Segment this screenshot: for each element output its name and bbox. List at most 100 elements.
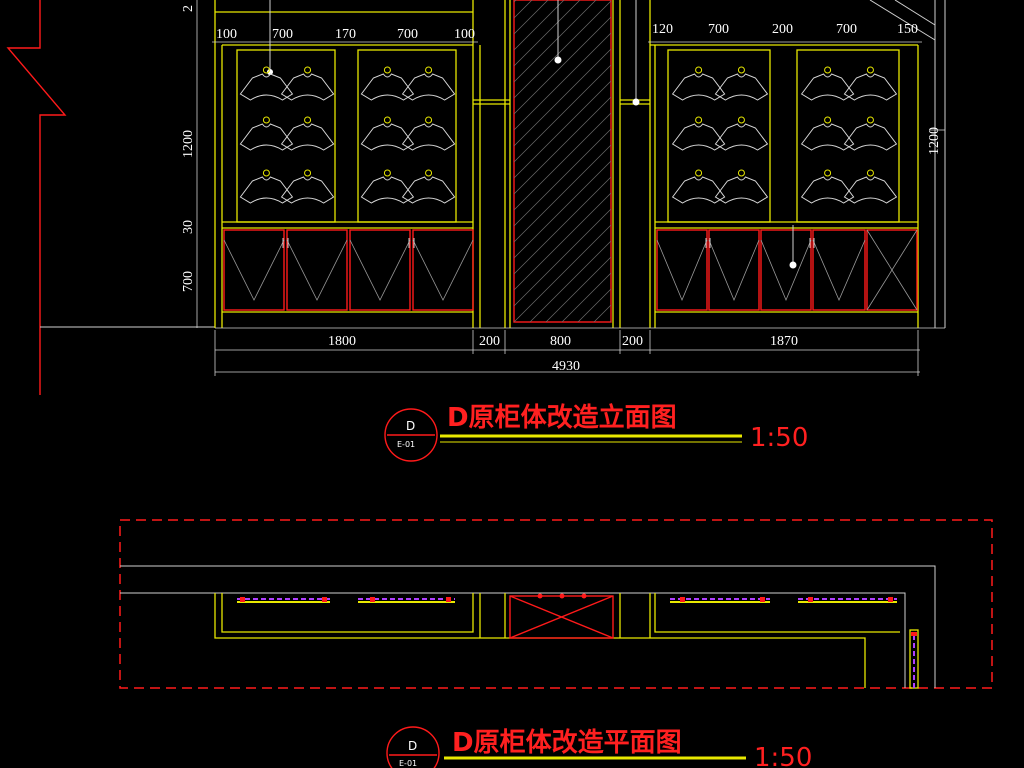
top-dim-left-3: 170	[335, 27, 356, 42]
hanger-hook	[737, 66, 745, 74]
hanger-hook	[824, 116, 832, 124]
plan-ref-sheet: E-01	[399, 759, 417, 768]
hatch-line	[514, 0, 611, 99]
hanger-hook	[425, 66, 433, 74]
hanger-hook	[262, 116, 270, 124]
bottom-dim-1800: 1800	[328, 334, 356, 349]
elevation-ref-bubble	[384, 408, 438, 462]
hatch-line	[514, 0, 565, 51]
bottom-dim-1870: 1870	[770, 334, 798, 349]
hanger-hook	[824, 66, 832, 74]
hatch-line	[514, 224, 611, 322]
dimension-lines	[196, 0, 945, 376]
top-dim-right-4: 700	[836, 22, 857, 37]
hanger-hook	[737, 169, 745, 177]
garment-glyph	[280, 176, 335, 204]
hatch-line	[514, 64, 611, 163]
garment-glyph	[360, 73, 415, 101]
hatch-line	[514, 96, 611, 195]
hatch-line	[545, 256, 611, 322]
elevation-ref-letter: D	[406, 419, 415, 433]
left-vdim-1200: 1200	[181, 130, 196, 158]
hanger-hook	[383, 169, 391, 177]
left-wall-break-line	[6, 0, 215, 395]
top-dim-right-3: 200	[772, 22, 793, 37]
garment-glyph	[843, 176, 898, 204]
garment-glyph	[360, 123, 415, 151]
top-dim-left-1: 100	[216, 27, 237, 42]
top-dim-left-5: 100	[454, 27, 475, 42]
top-dim-right-5: 150	[897, 22, 918, 37]
hanger-hook	[737, 116, 745, 124]
plan-ref-bubble	[386, 726, 440, 768]
garment-glyph	[401, 123, 456, 151]
middle-mirror-panel	[473, 0, 650, 328]
hatch-line	[514, 112, 611, 211]
hatch-line	[514, 192, 611, 291]
left-vdim-30: 30	[181, 220, 196, 234]
garment-glyph	[800, 73, 855, 101]
left-vdim-700: 700	[181, 271, 196, 292]
plan-dashed-boundary	[119, 519, 993, 689]
left-cabinet-elevation	[214, 0, 481, 328]
hanger-row-right-door-1	[671, 66, 769, 204]
elevation-ref-sheet: E-01	[397, 440, 415, 449]
plan-scale: 1:50	[754, 743, 812, 768]
garment-glyph	[280, 73, 335, 101]
top-dim-right-2: 700	[708, 22, 729, 37]
hanger-hook	[425, 116, 433, 124]
hatch-line	[577, 288, 611, 322]
hanger-hook	[304, 116, 312, 124]
hanger-hook	[304, 66, 312, 74]
hatch-line	[514, 16, 611, 115]
hanger-hook	[262, 169, 270, 177]
garment-glyph	[239, 176, 294, 204]
garment-glyph	[401, 176, 456, 204]
garment-glyph	[714, 123, 769, 151]
bottom-dim-200-right: 200	[622, 334, 643, 349]
garment-glyph	[843, 123, 898, 151]
hatch-line	[514, 128, 611, 227]
bottom-dim-800: 800	[550, 334, 571, 349]
hanger-hook	[695, 169, 703, 177]
elevation-title: D原柜体改造立面图	[447, 402, 677, 433]
hanger-hook	[695, 66, 703, 74]
garment-glyph	[671, 73, 726, 101]
hatch-line	[514, 176, 611, 275]
garment-glyph	[714, 73, 769, 101]
garment-glyph	[671, 176, 726, 204]
hatch-line	[514, 144, 611, 243]
garment-glyph	[800, 123, 855, 151]
hatch-line	[514, 0, 597, 83]
hanger-hook	[262, 66, 270, 74]
total-dim-4930: 4930	[552, 359, 580, 374]
right-vdim-1200: 1200	[927, 127, 942, 155]
garment-glyph	[800, 176, 855, 204]
right-cabinet-elevation	[649, 0, 946, 328]
garment-glyph	[843, 73, 898, 101]
hatch-line	[514, 48, 611, 147]
garment-glyph	[360, 176, 415, 204]
hatch-line	[514, 0, 549, 35]
garment-glyph	[280, 123, 335, 151]
hanger-row-left-door-1	[239, 66, 335, 204]
top-dim-left-2: 700	[272, 27, 293, 42]
elevation-title-block: D E-01 D原柜体改造立面图 1:50	[384, 402, 808, 462]
hanger-hook	[824, 169, 832, 177]
hatch-line	[514, 0, 581, 67]
hanger-row-left-door-2	[360, 66, 456, 204]
hanger-hook	[866, 66, 874, 74]
hatch-line	[514, 80, 611, 179]
hanger-hook	[304, 169, 312, 177]
plan-title-block: D E-01 D原柜体改造平面图 1:50	[386, 726, 812, 768]
hanger-hook	[425, 169, 433, 177]
hatch-line	[593, 304, 611, 322]
hatch-line	[561, 272, 611, 322]
hanger-hook	[866, 116, 874, 124]
elevation-scale: 1:50	[750, 423, 808, 453]
hanger-hook	[695, 116, 703, 124]
hatch-line	[514, 208, 611, 307]
garment-glyph	[239, 123, 294, 151]
hanger-hook	[383, 116, 391, 124]
